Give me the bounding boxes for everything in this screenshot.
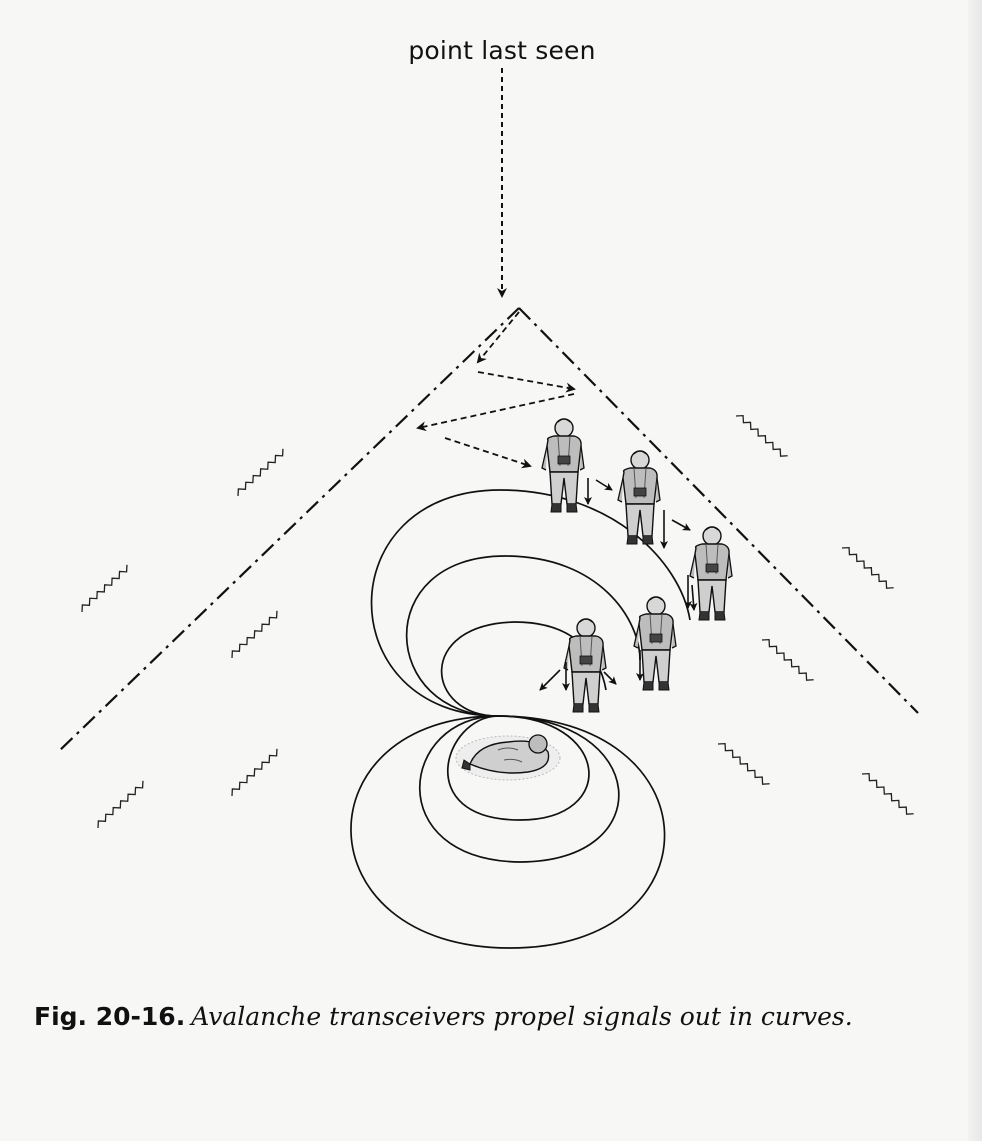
searcher-direction-arrows	[539, 478, 698, 691]
left-boundary	[57, 307, 520, 753]
zigzag-search-path	[416, 311, 576, 469]
searcher-figure	[689, 526, 733, 621]
figure-caption: Fig. 20-16.Avalanche transceivers propel…	[34, 1002, 964, 1032]
figure-number: Fig. 20-16.	[34, 1002, 186, 1031]
signal-flux-lines	[350, 489, 691, 949]
searcher-figure	[617, 450, 661, 545]
caption-text: Avalanche transceivers propel signals ou…	[191, 1002, 853, 1031]
avalanche-victim-figure	[455, 734, 561, 781]
searcher-figure	[563, 618, 607, 713]
right-boundary	[518, 307, 919, 714]
avalanche-search-diagram	[57, 68, 919, 949]
point-last-seen-label: point last seen	[408, 36, 596, 65]
page-edge	[968, 0, 982, 1141]
